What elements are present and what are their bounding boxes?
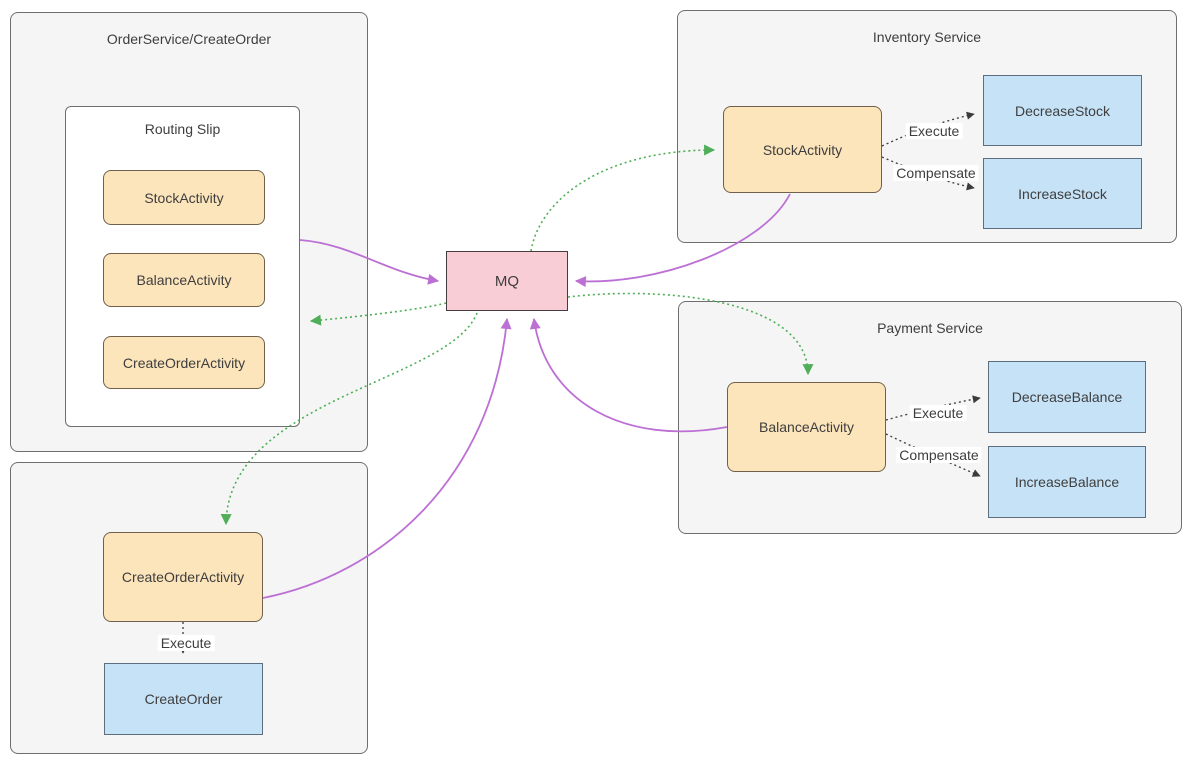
- order-service-title: OrderService/CreateOrder: [106, 31, 272, 47]
- inventory-stockactivity-node: StockActivity: [723, 106, 882, 193]
- mq-node: MQ: [446, 251, 568, 311]
- order-worker-execute-label: Execute: [157, 635, 215, 651]
- payment-balanceactivity-node: BalanceActivity: [727, 382, 886, 472]
- inventory-execute-label: Execute: [905, 123, 963, 139]
- routing-slip-item-createorderactivity: CreateOrderActivity: [103, 336, 265, 389]
- payment-compensate-label: Compensate: [896, 447, 982, 463]
- decreasestock-node: DecreaseStock: [983, 75, 1142, 146]
- decreasebalance-node: DecreaseBalance: [988, 361, 1146, 433]
- increasebalance-node: IncreaseBalance: [988, 446, 1146, 518]
- payment-execute-label: Execute: [909, 405, 967, 421]
- routing-slip-item-stockactivity: StockActivity: [103, 170, 265, 225]
- increasestock-node: IncreaseStock: [983, 158, 1142, 229]
- inventory-compensate-label: Compensate: [893, 165, 979, 181]
- payment-service-title: Payment Service: [877, 320, 983, 336]
- routing-slip-item-balanceactivity: BalanceActivity: [103, 253, 265, 307]
- inventory-service-title: Inventory Service: [872, 29, 982, 45]
- routing-slip-title: Routing Slip: [144, 121, 221, 137]
- createorder-node: CreateOrder: [104, 663, 263, 735]
- order-worker-createorderactivity-node: CreateOrderActivity: [103, 532, 263, 622]
